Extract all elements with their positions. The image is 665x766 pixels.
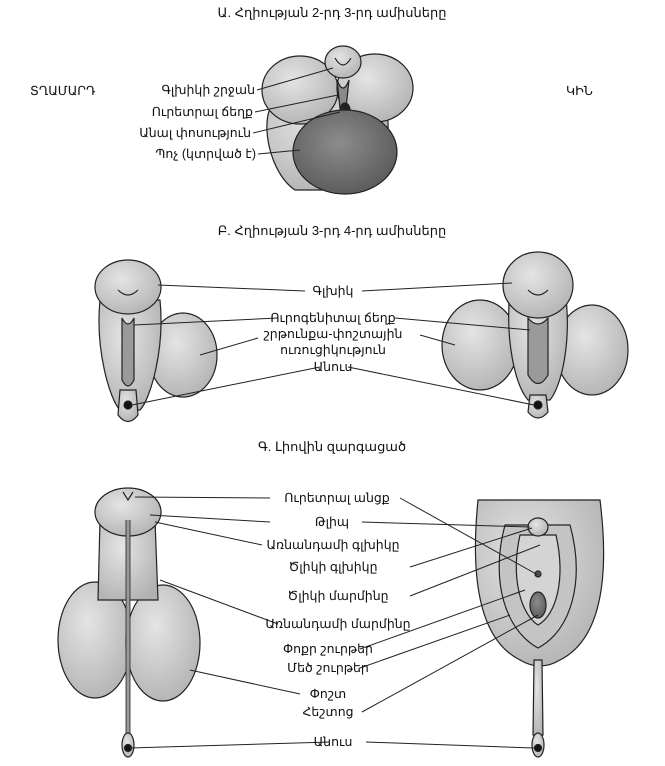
- leader-b-fold-m: [199, 337, 259, 356]
- label-b-labioscrotal-2: ուռուցիկություն: [280, 343, 386, 357]
- leader-c-majora: [359, 614, 511, 669]
- leader-b-anus-m: [131, 366, 321, 406]
- label-a-tail-cut: Պոչ (կտրված է): [155, 147, 256, 161]
- adult-female-clitoris: [527, 517, 549, 537]
- adult-female-urethral-opening: [534, 570, 542, 578]
- label-c-prepuce: Թլիպ: [314, 515, 350, 529]
- male-label: ՏՂԱՄԱՐԴ: [30, 84, 96, 98]
- leader-b-anus-f: [347, 366, 535, 406]
- leader-c-anus-f: [365, 741, 535, 749]
- label-c-body-clitoris: Ծլիկի մարմինը: [287, 589, 389, 603]
- label-b-glans: Գլխիկ: [312, 284, 354, 298]
- embryo-b-female-anus: [533, 400, 543, 410]
- label-c-labia-minora: Փոքր շուրթեր: [283, 642, 373, 656]
- adult-male-figure: [57, 487, 201, 758]
- label-b-anus: Անուս: [313, 360, 353, 374]
- embryo-b-female-figure: [441, 251, 629, 419]
- adult-male-meatus: [122, 491, 134, 502]
- leader-a-glans: [256, 67, 334, 91]
- embryo-b-female-cleft: [527, 316, 549, 385]
- leader-b-glans-f: [361, 282, 513, 292]
- leader-a-anal: [252, 111, 341, 134]
- embryo-b-male-glans: [94, 259, 162, 315]
- adult-female-stalk: [532, 659, 544, 736]
- leader-c-meatus-f: [399, 497, 539, 576]
- embryo-b-female-glans-groove: [527, 289, 549, 296]
- leader-a-tail: [257, 149, 301, 155]
- leader-b-fold-f: [419, 334, 456, 346]
- label-c-vagina: Հեշտոց: [302, 705, 354, 719]
- label-a-urethral-cleft: Ուրետրալ ճեղք: [151, 105, 253, 119]
- label-c-labia-majora: Մեծ շուրթեր: [287, 661, 369, 675]
- adult-male-raphe-line: [125, 520, 131, 735]
- adult-female-anus: [533, 743, 543, 753]
- embryo-b-male-anus: [123, 400, 133, 410]
- leader-a-cleft: [254, 94, 339, 113]
- leader-c-glans-f: [409, 527, 533, 568]
- embryo-b-female-glans: [502, 251, 574, 319]
- label-c-scrotum: Փոշտ: [309, 687, 347, 701]
- adult-female-vagina: [529, 591, 547, 619]
- embryo-b-male-cleft: [121, 317, 135, 387]
- label-c-body-penis: Առնանդամի մարմինը: [265, 617, 411, 631]
- label-a-anal-pit: Անալ փոսություն: [139, 126, 251, 140]
- leader-c-meatus: [134, 496, 271, 499]
- embryo-a-glans: [324, 45, 362, 79]
- embryo-b-male-glans-groove: [117, 289, 139, 296]
- leader-b-glans-m: [157, 284, 306, 292]
- leader-c-prepuce: [149, 514, 271, 523]
- adult-female-labia-minora: [515, 534, 561, 626]
- leader-b-cleft-f: [394, 317, 531, 331]
- label-c-anus: Անուս: [313, 735, 353, 749]
- leader-lines: [129, 67, 541, 749]
- female-label: ԿԻՆ: [566, 84, 593, 98]
- leader-c-scrotum: [189, 669, 301, 695]
- label-c-urethral-meatus: Ուրետրալ անցք: [284, 491, 390, 505]
- section-a-title: Ա. Հղիության 2-րդ 3-րդ ամիսները: [217, 5, 447, 20]
- leader-c-glans-m: [154, 521, 263, 546]
- embryo-a-figure: [261, 45, 414, 195]
- section-c-title: Գ. Լիովին զարգացած: [257, 439, 407, 454]
- adult-male-raphe: [126, 520, 130, 735]
- label-c-glans-clitoris: Ծլիկի գլխիկը: [288, 560, 378, 574]
- embryo-a-glans-groove: [334, 57, 352, 66]
- label-c-glans-penis: Առնանդամի գլխիկը: [266, 538, 400, 552]
- label-a-glans-region: Գլխիկի շրջան: [161, 83, 255, 97]
- label-b-labioscrotal-1: շրթունքա-փոշտային: [263, 327, 403, 341]
- embryo-a-tail-stump: [292, 109, 398, 195]
- leader-c-anus-m: [129, 741, 331, 749]
- leader-c-minora: [359, 589, 526, 650]
- leader-c-vagina: [361, 614, 539, 713]
- leader-c-body-f: [409, 544, 541, 597]
- section-b-title: Բ. Հղիության 3-րդ 4-րդ ամիսները: [217, 223, 447, 238]
- leader-c-prepuce-f: [361, 521, 531, 528]
- adult-male-right-scrotum: [125, 584, 201, 702]
- leader-b-cleft-m: [133, 317, 279, 326]
- leader-c-shaft: [159, 579, 279, 625]
- label-b-urogenital-cleft: Ուրոգենիտալ ճեղք: [270, 311, 396, 325]
- embryo-b-male-figure: [94, 259, 218, 423]
- adult-female-figure: [474, 499, 605, 758]
